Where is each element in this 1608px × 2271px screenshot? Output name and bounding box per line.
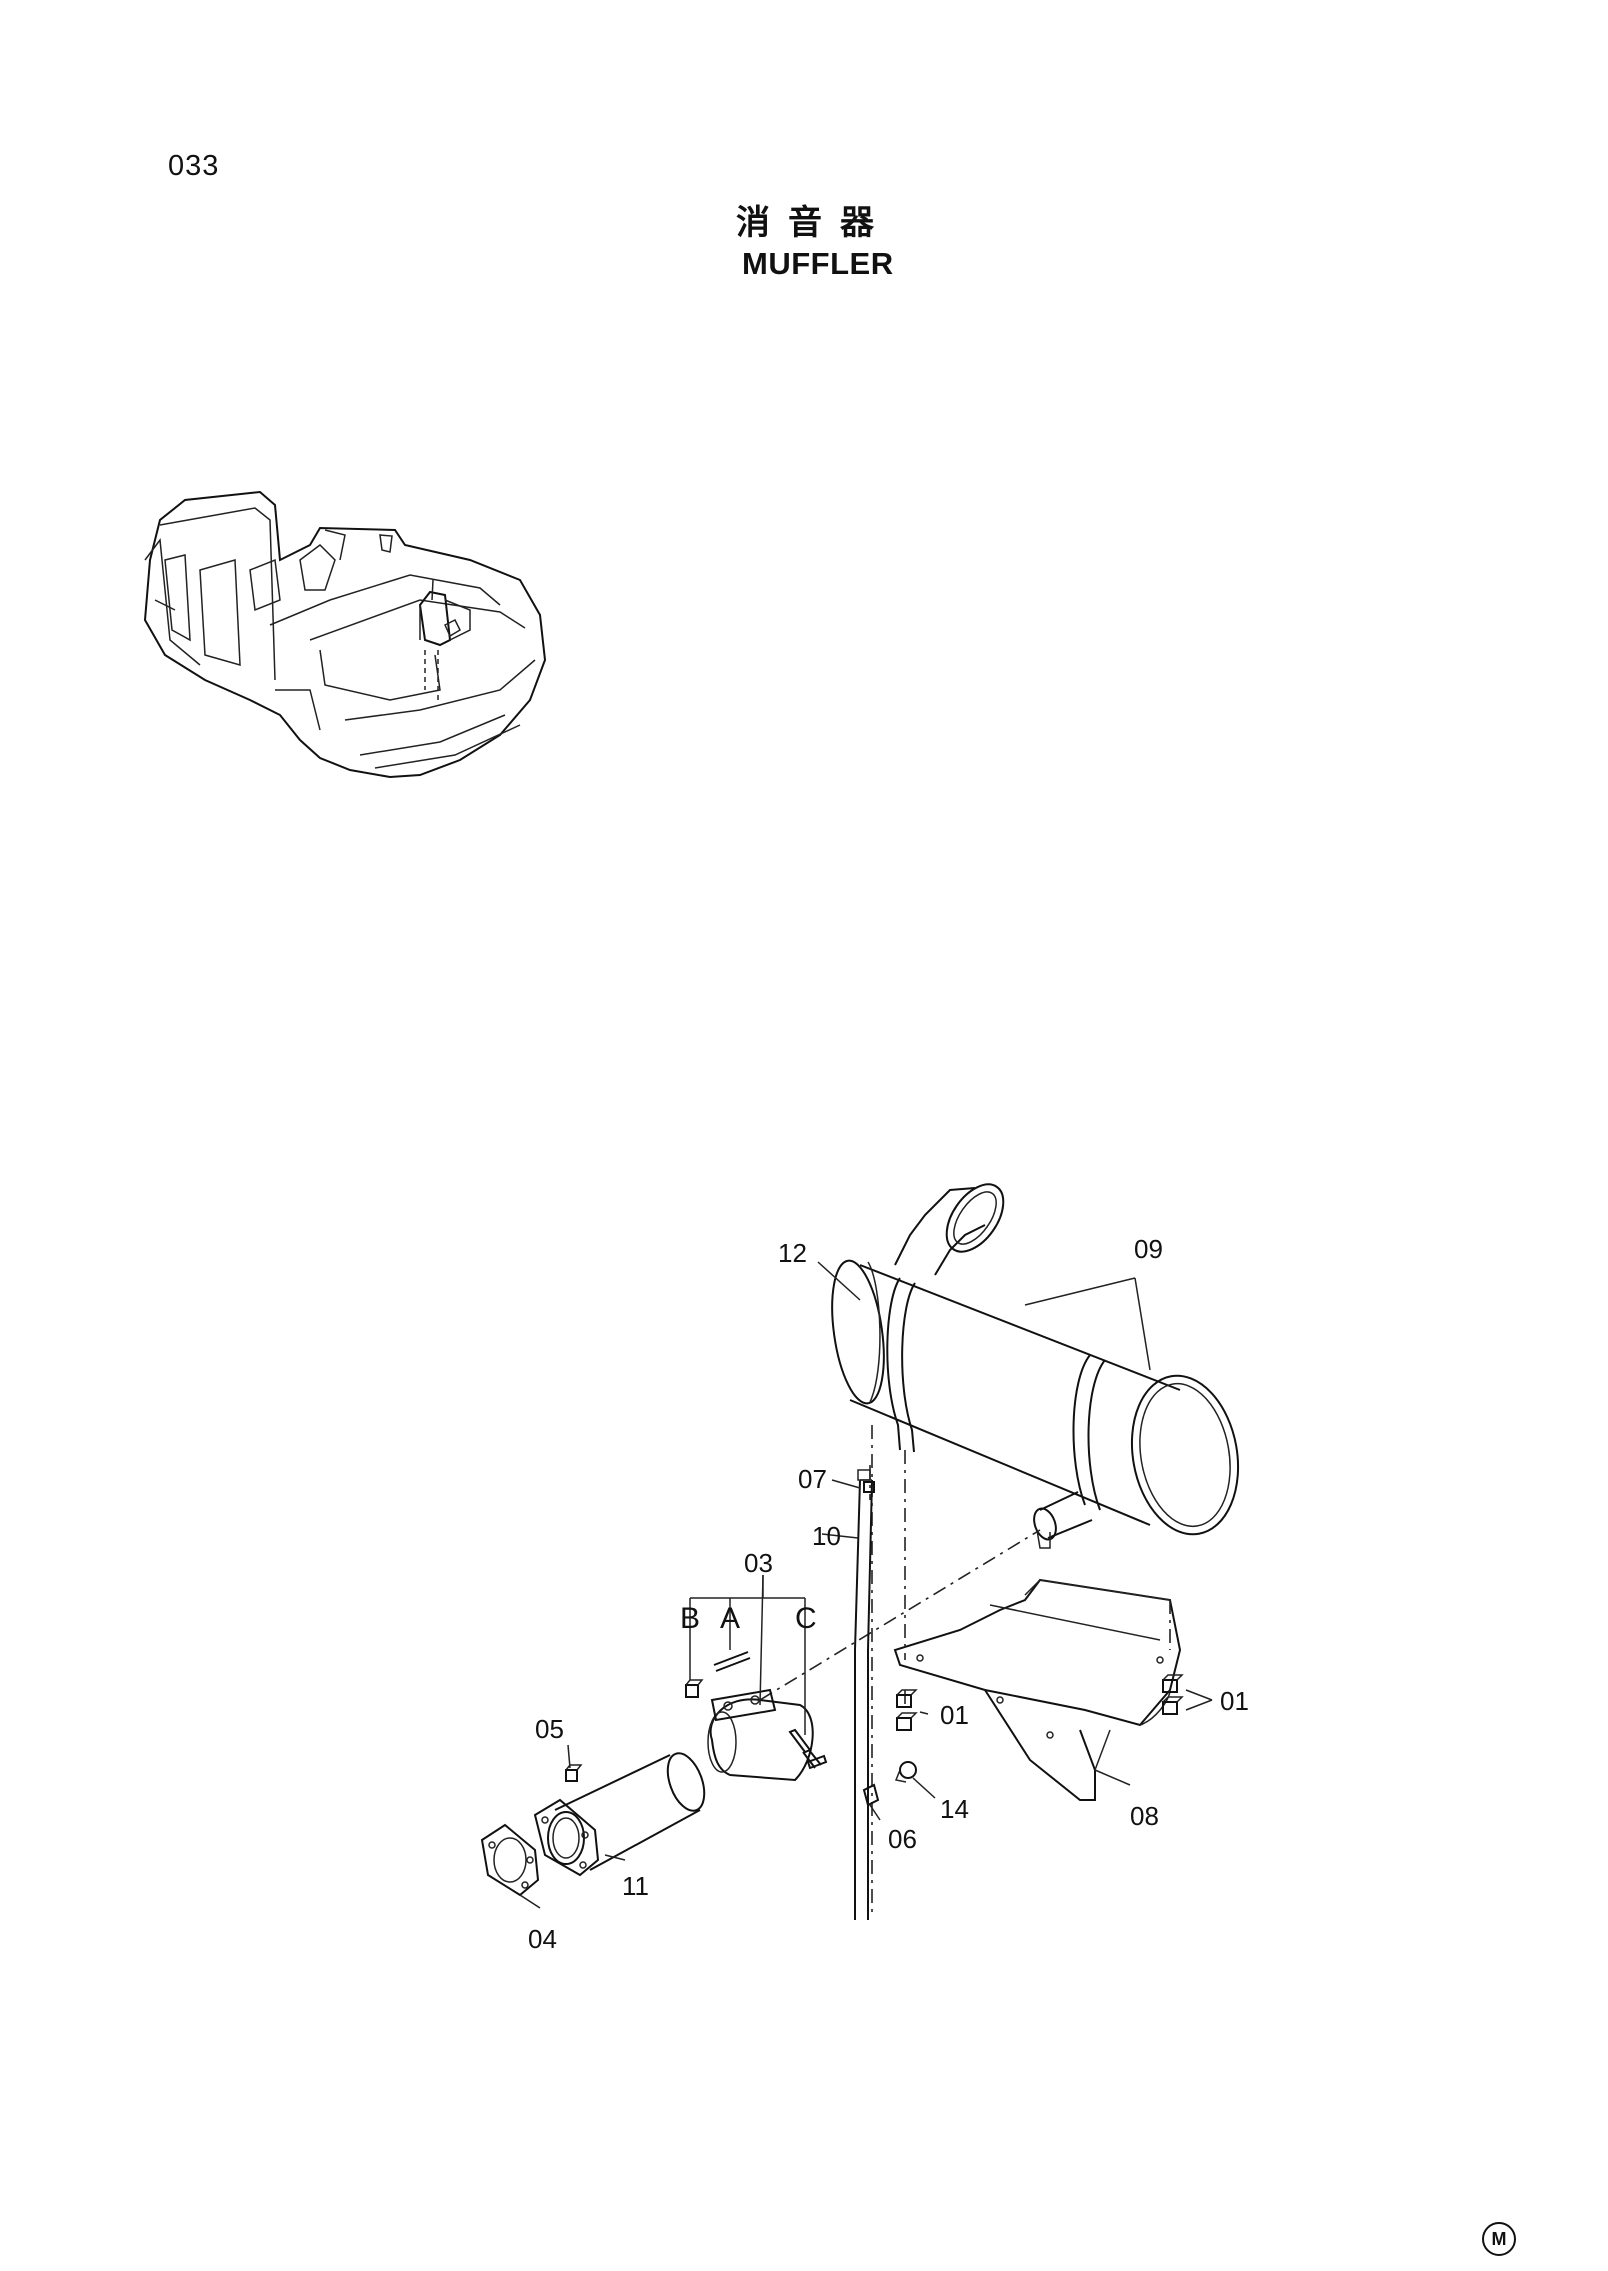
muffler-bracket	[893, 1578, 1182, 1801]
callout-11: 11	[622, 1871, 649, 1901]
support-rod	[854, 1469, 873, 1920]
circled-m-icon: M	[1482, 2222, 1516, 2256]
page-number: 033	[168, 150, 220, 182]
callout-12: 12	[778, 1238, 807, 1268]
callout-08: 08	[1130, 1801, 1159, 1831]
callout-03: 03	[744, 1548, 773, 1578]
title-english: MUFFLER	[742, 246, 894, 281]
excavator-locator-icon	[143, 490, 547, 779]
callout-C: C	[795, 1602, 817, 1635]
callout-04: 04	[528, 1924, 557, 1954]
callout-B: B	[680, 1602, 700, 1635]
fasteners	[862, 1481, 1184, 1807]
clamp-assembly	[685, 1651, 828, 1782]
title-japanese: 消音器	[736, 203, 892, 243]
callout-14: 14	[940, 1794, 969, 1824]
alignment-lines	[759, 1425, 1171, 1915]
callout-01-left: 01	[940, 1700, 969, 1730]
callout-A: A	[720, 1602, 740, 1635]
callout-05: 05	[535, 1714, 564, 1744]
exhaust-pipe	[480, 1752, 706, 1897]
callout-06: 06	[888, 1824, 917, 1854]
muffler-body	[831, 1183, 1240, 1549]
leader-lines	[519, 1261, 1213, 1909]
callout-09: 09	[1134, 1234, 1163, 1264]
callout-01-right: 01	[1220, 1686, 1249, 1716]
callout-07: 07	[798, 1464, 827, 1494]
callout-10: 10	[812, 1521, 841, 1551]
